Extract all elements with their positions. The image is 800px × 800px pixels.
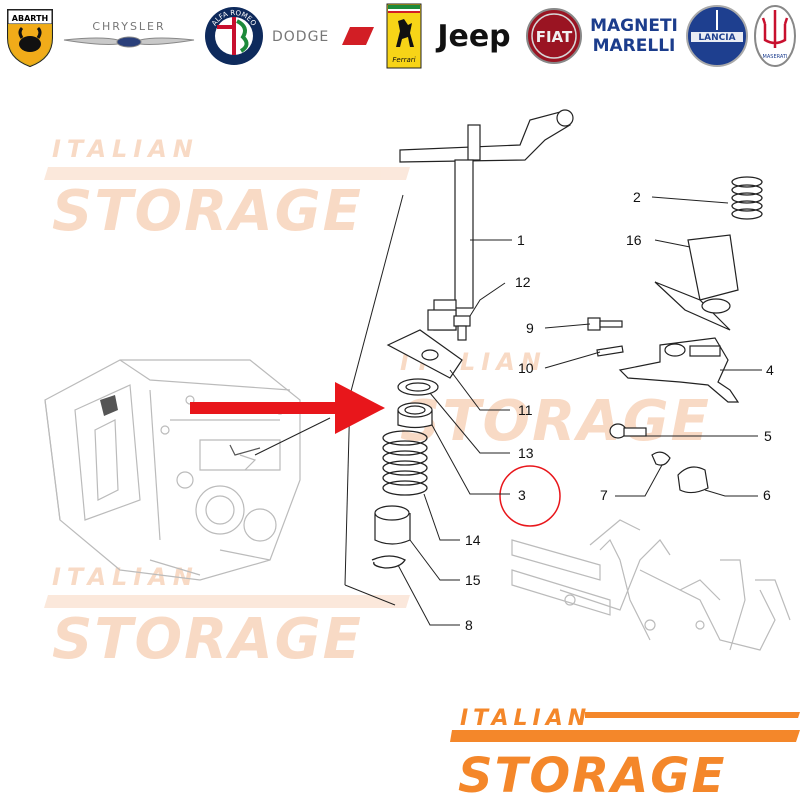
magneti-marelli-logo: MAGNETI MARELLI <box>588 2 680 70</box>
dodge-logo-text: DODGE <box>272 29 329 45</box>
watermark-top-line1: ITALIAN <box>52 135 199 163</box>
callout-1: 1 <box>517 232 525 248</box>
part-5-bolt <box>609 423 647 439</box>
logo-line1: ITALIAN <box>460 706 591 731</box>
red-arrow-indicator <box>190 382 385 434</box>
jeep-logo-text: Jeep <box>435 19 510 54</box>
part-11-plate <box>386 329 463 379</box>
callout-16: 16 <box>626 232 642 248</box>
watermark-bottom-line1: ITALIAN <box>52 563 199 591</box>
brand-logo-strip: ABARTH CHRYSLER ALFA ROMEO DODGE <box>0 0 800 75</box>
callout-13: 13 <box>518 445 534 461</box>
exploded-parts-diagram: ITALIAN STORAGE ITALIAN STORAGE ITALIAN … <box>44 109 800 800</box>
highlight-circle-part-3 <box>499 465 561 527</box>
lancia-logo-text: LANCIA <box>698 33 735 43</box>
jeep-logo: Jeep <box>428 2 520 70</box>
logo-line2: STORAGE <box>458 748 726 800</box>
chrysler-logo-text: CHRYSLER <box>92 20 165 33</box>
part-7-clip <box>651 451 671 466</box>
maserati-logo-text: MASERATI <box>763 54 788 60</box>
part-13-washer <box>397 378 439 396</box>
marelli-logo-text: MARELLI <box>593 36 676 56</box>
abarth-logo: ABARTH <box>0 2 60 70</box>
part-9-screw <box>587 317 623 331</box>
part-3-bushing <box>397 402 433 429</box>
alfa-romeo-logo: ALFA ROMEO <box>202 2 266 70</box>
part-8-circlip <box>371 555 406 569</box>
callout-9: 9 <box>526 320 534 336</box>
part-10-pin <box>596 345 624 357</box>
callout-15: 15 <box>465 572 481 588</box>
callout-14: 14 <box>465 532 481 548</box>
watermark-top: ITALIAN STORAGE <box>44 135 410 244</box>
callout-5: 5 <box>764 428 772 444</box>
chrysler-logo: CHRYSLER <box>62 2 196 70</box>
lancia-logo: LANCIA <box>684 2 750 70</box>
part-12-bolt <box>453 315 471 341</box>
fiat-logo: FIAT <box>524 2 584 70</box>
callout-12: 12 <box>515 274 531 290</box>
callout-7: 7 <box>600 487 608 503</box>
watermark-top-line2: STORAGE <box>52 179 363 244</box>
callout-8: 8 <box>465 617 473 633</box>
maserati-logo: MASERATI <box>752 2 798 70</box>
assembly-guide-line <box>349 194 404 396</box>
ferrari-logo-text: Ferrari <box>392 56 415 64</box>
dodge-logo: DODGE <box>270 2 376 70</box>
watermark-middle-line2: STORAGE <box>400 389 711 454</box>
callout-10: 10 <box>518 360 534 376</box>
callout-4: 4 <box>766 362 774 378</box>
gearbox-housing-drawing <box>44 359 301 581</box>
selector-forks-drawing <box>511 519 791 651</box>
abarth-logo-text: ABARTH <box>12 14 48 23</box>
part-4-lever <box>618 337 740 403</box>
magneti-logo-text: MAGNETI <box>590 16 678 36</box>
callout-2: 2 <box>633 189 641 205</box>
ferrari-logo: Ferrari <box>384 2 424 70</box>
part-1-selector-shaft <box>399 109 574 331</box>
part-15-sleeve <box>374 505 411 545</box>
watermark-bottom: ITALIAN STORAGE <box>44 563 410 672</box>
watermark-bottom-line2: STORAGE <box>52 607 363 672</box>
callout-11: 11 <box>518 402 533 418</box>
part-2-spring <box>731 176 763 220</box>
part-16-guide-plate <box>654 234 739 331</box>
callout-numbers: 1 2 16 12 9 10 4 11 5 13 3 7 6 14 15 8 <box>465 189 774 633</box>
italian-storage-logo: ITALIAN STORAGE <box>450 706 800 800</box>
fiat-logo-text: FIAT <box>536 28 573 46</box>
callout-6: 6 <box>763 487 771 503</box>
callout-3: 3 <box>518 487 526 503</box>
leader-lines <box>397 196 762 626</box>
part-14-spring <box>382 430 428 496</box>
part-6-bracket <box>677 466 709 494</box>
